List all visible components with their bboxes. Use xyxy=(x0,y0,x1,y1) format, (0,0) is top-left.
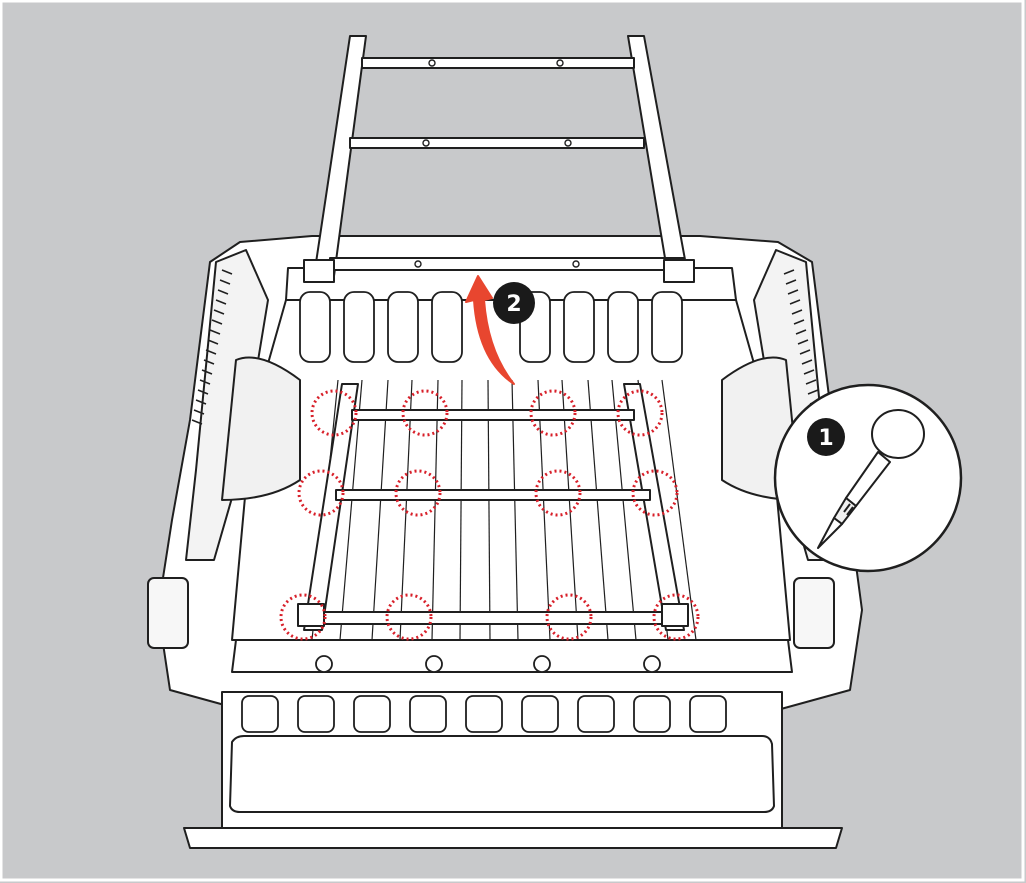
mark-point xyxy=(401,389,449,437)
mark-point-circles xyxy=(279,389,700,641)
rear-tie-downs xyxy=(315,655,661,673)
tailgate-pockets xyxy=(241,695,727,733)
mark-point xyxy=(534,469,582,517)
mark-point xyxy=(616,389,664,437)
lifted-rack-bolts xyxy=(414,59,580,268)
bed-rack-crossbar-bottom xyxy=(317,611,675,625)
lifted-rack-foot-left xyxy=(303,259,335,283)
right-tail-light xyxy=(793,577,835,649)
left-side-vent xyxy=(191,269,233,425)
left-wheel-well xyxy=(221,356,301,501)
lifted-rack-crossbar-mid xyxy=(349,137,645,149)
step-2-badge: 2 xyxy=(493,282,535,324)
tailgate-bottom-step xyxy=(183,827,843,849)
mark-point xyxy=(545,593,593,641)
truck-bed xyxy=(147,235,863,849)
bed-rack-left-rail xyxy=(303,383,359,631)
mark-point xyxy=(310,389,358,437)
bed-rack-right-rail xyxy=(623,383,685,631)
mark-point xyxy=(297,469,345,517)
mark-point xyxy=(652,593,700,641)
front-wall-ribs xyxy=(299,291,683,363)
lift-up-arrow xyxy=(465,275,515,385)
lifted-rack-crossbar-bottom xyxy=(329,257,685,271)
lifted-rack-foot-right xyxy=(663,259,695,283)
bed-rack-foot-right xyxy=(661,603,689,627)
mark-point xyxy=(529,389,577,437)
bed-rack-crossbar-mid xyxy=(335,489,651,501)
mark-point xyxy=(385,593,433,641)
bed-rack-crossbar-top xyxy=(351,409,635,421)
step-1-number: 1 xyxy=(818,426,833,451)
lifted-rack-crossbar-top xyxy=(361,57,635,69)
left-side-rail xyxy=(185,249,269,561)
mark-point xyxy=(394,469,442,517)
bed-rack xyxy=(297,383,689,631)
marker-pen-icon xyxy=(817,409,925,549)
mark-point xyxy=(631,469,679,517)
left-tail-light xyxy=(147,577,189,649)
tailgate-panel xyxy=(229,735,775,813)
step-1-callout: 1 xyxy=(773,383,963,573)
step-2-number: 2 xyxy=(506,292,521,317)
lifted-rack xyxy=(303,35,695,283)
mark-point xyxy=(279,593,327,641)
bed-rack-foot-left xyxy=(297,603,325,627)
